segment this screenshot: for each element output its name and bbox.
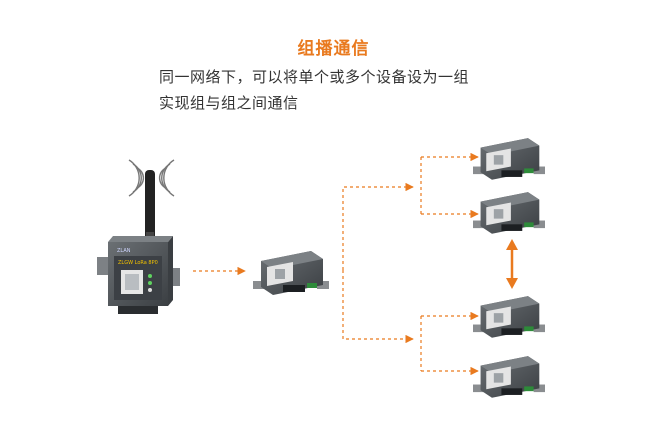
group-b-device-2 [473,192,545,234]
description-line-1: 同一网络下，可以将单个或多个设备设为一组 [159,68,470,86]
group-a-device [253,251,329,295]
group-c-device-2 [473,356,545,398]
gateway-device: ZLAN ZLGW LoRa 8P0 [97,159,180,314]
description-line-2: 实现组与组之间通信 [159,94,299,112]
multicast-links [193,152,479,376]
gateway-model: ZLGW LoRa 8P0 [118,260,158,266]
group-link-arrow [506,239,518,289]
wifi-signal-icon [128,159,175,197]
section-title: 组播通信 [297,39,370,59]
gateway-brand: ZLAN [117,248,131,254]
group-c-device-1 [473,296,545,338]
group-b-device-1 [473,138,545,180]
